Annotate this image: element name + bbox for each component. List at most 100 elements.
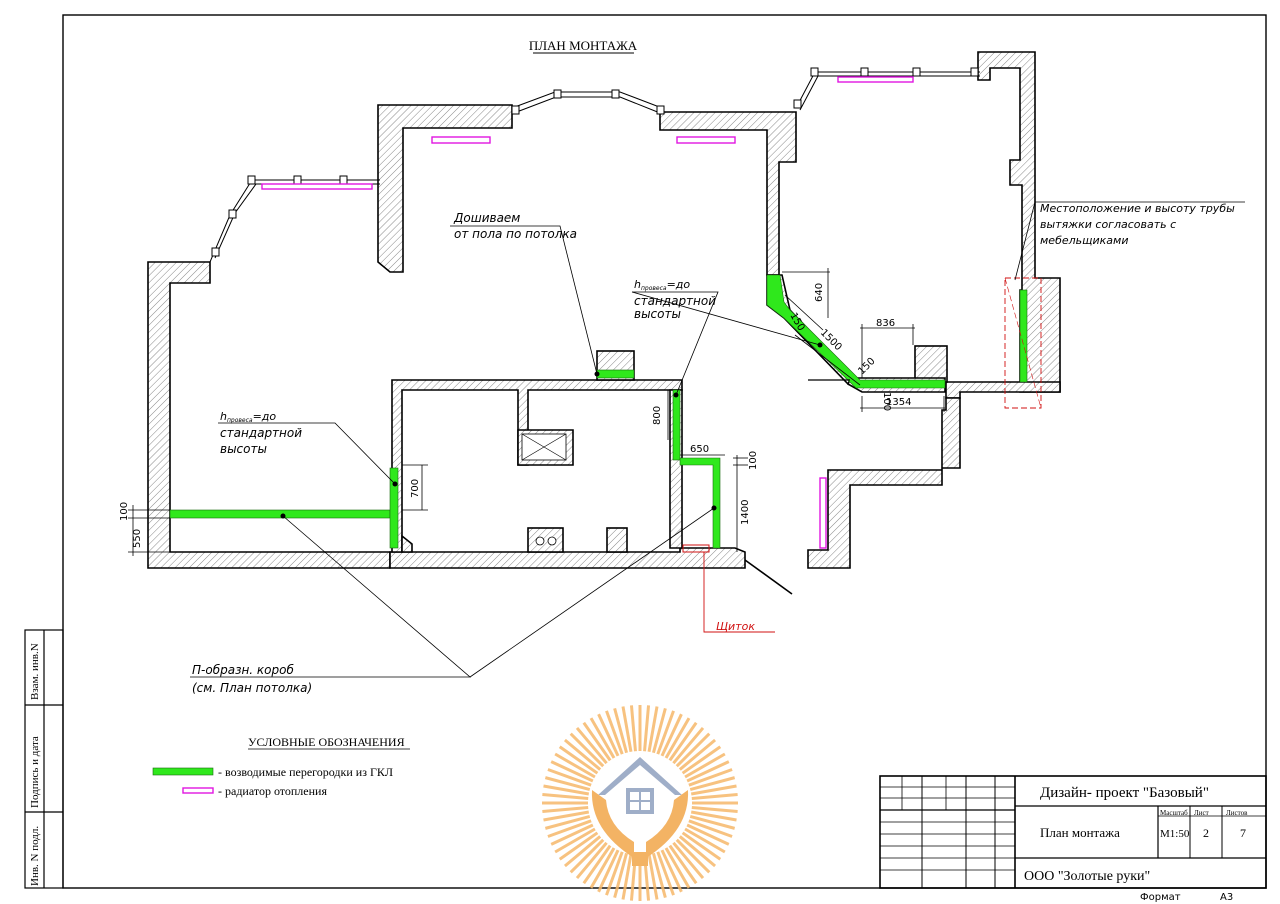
pillar-block xyxy=(606,527,628,553)
note-box-line1: П-образн. короб xyxy=(192,663,294,677)
logo-ray xyxy=(652,707,667,754)
title-block-grid xyxy=(879,775,1267,889)
logo-ray xyxy=(681,745,722,775)
logo-ray xyxy=(569,838,605,874)
note-h-std-2-line3: высоты xyxy=(220,442,267,456)
dim-836: 836 xyxy=(876,318,895,329)
logo-ray xyxy=(544,776,591,791)
logo-ray xyxy=(688,819,733,838)
logo-ray xyxy=(668,844,698,885)
logo-ray xyxy=(691,792,738,800)
logo-ray xyxy=(689,776,736,791)
note-vent-line1: Местоположение и высоту трубы xyxy=(1040,202,1235,215)
format-label: Формат xyxy=(1140,892,1181,903)
bay-window-middle xyxy=(511,89,665,115)
note-vent-line3: мебельщиками xyxy=(1040,234,1128,247)
legend-radiator-swatch xyxy=(182,787,214,794)
stamp-inv: Инв. N подл. xyxy=(29,826,41,886)
partition-gkl-diagonal xyxy=(766,274,946,389)
logo-ray xyxy=(681,831,722,861)
logo-ray xyxy=(621,853,633,900)
logo-ray xyxy=(544,815,591,830)
logo-ray xyxy=(613,707,628,754)
wall-east-middle xyxy=(942,381,1061,399)
logo-ray xyxy=(686,823,730,846)
logo-ray xyxy=(589,717,616,759)
partition-gkl-vent xyxy=(596,369,635,379)
stamp-podpis: Подпись и дата xyxy=(29,736,41,808)
partition-gkl-kitchen-east xyxy=(672,389,681,461)
logo-ray xyxy=(569,732,605,768)
drawing-frame xyxy=(62,14,1267,889)
dimension-lines xyxy=(128,268,945,556)
logo-ray xyxy=(550,760,594,783)
legend-gkl-label: - возводимые перегородки из ГКЛ xyxy=(218,765,393,779)
note-doshivaem-line2: от пола по потолка xyxy=(454,227,577,241)
title-block-col-scale: Масштаб xyxy=(1160,809,1188,817)
logo-ray xyxy=(668,721,698,762)
note-box-line2: (см. План потолка) xyxy=(192,681,312,695)
sink-block xyxy=(527,527,564,553)
leader-lines xyxy=(190,201,1245,678)
logo-ray xyxy=(686,760,730,783)
radiator-upper-right xyxy=(837,76,914,83)
logo-ray xyxy=(554,752,596,779)
bay-window-right xyxy=(793,67,980,111)
house-hands-logo-icon xyxy=(542,705,738,901)
partition-gkl-kitchen-west xyxy=(389,467,399,549)
logo-ray xyxy=(629,705,637,752)
logo-ray xyxy=(547,768,592,787)
stamp-vzam: Взам. инв.N xyxy=(29,643,41,700)
radiator-upper-left xyxy=(431,136,491,144)
title-block-col-sheet: Лист xyxy=(1194,809,1209,817)
dim-640: 640 xyxy=(814,283,825,302)
logo-ray xyxy=(589,847,616,889)
column-right xyxy=(914,345,948,383)
vent-pipe-zone xyxy=(1004,277,1042,409)
logo-ray xyxy=(621,706,633,753)
radiator-east xyxy=(819,477,827,549)
note-doshivaem-line1: Дошиваем xyxy=(453,211,520,225)
side-stamp xyxy=(24,629,64,889)
logo-ray xyxy=(672,841,705,880)
title-block-sheet: 2 xyxy=(1203,826,1209,840)
note-vent-line2: вытяжки согласовать с xyxy=(1040,218,1176,231)
wall-pier-left xyxy=(377,104,513,273)
partition-gkl-west xyxy=(169,509,391,519)
logo-ray xyxy=(575,726,608,765)
logo-ray xyxy=(563,738,602,771)
logo-ray xyxy=(690,784,737,796)
logo-ray xyxy=(691,806,738,814)
logo-ray xyxy=(672,726,705,765)
logo-ray xyxy=(660,849,683,893)
title-block-company: ООО "Золотые руки" xyxy=(1024,869,1150,884)
logo-ray xyxy=(688,768,733,787)
wall-east-lower xyxy=(807,397,961,569)
wall-south xyxy=(389,547,746,569)
logo-ray xyxy=(582,721,612,762)
logo-ray xyxy=(575,841,608,880)
logo-ray xyxy=(675,838,711,874)
logo-ray xyxy=(656,710,675,755)
logo-ray xyxy=(597,713,620,757)
logo-ray xyxy=(543,810,590,822)
logo-ray xyxy=(550,823,594,846)
dim-550: 550 xyxy=(132,529,143,548)
legend-radiator-label: - радиатор отопления xyxy=(218,784,327,798)
logo-ray xyxy=(597,849,620,893)
dim-1400: 1400 xyxy=(740,500,751,525)
radiator-upper-middle xyxy=(676,136,736,144)
note-h-std-1-line3: высоты xyxy=(634,307,681,321)
note-h-std-1-line1: hпровеса=до xyxy=(634,278,690,292)
logo-ray xyxy=(643,705,651,752)
dim-1354: 1354 xyxy=(886,397,911,408)
dim-700: 700 xyxy=(410,479,421,498)
panel-label: Щиток xyxy=(716,620,755,633)
dim-100-b: 100 xyxy=(748,451,759,470)
legend-gkl-swatch xyxy=(152,767,214,776)
logo-ray xyxy=(547,819,592,838)
wall-east-upper xyxy=(977,51,1061,393)
plan-title: ПЛАН МОНТАЖА xyxy=(529,38,638,53)
logo-ray xyxy=(664,717,691,759)
